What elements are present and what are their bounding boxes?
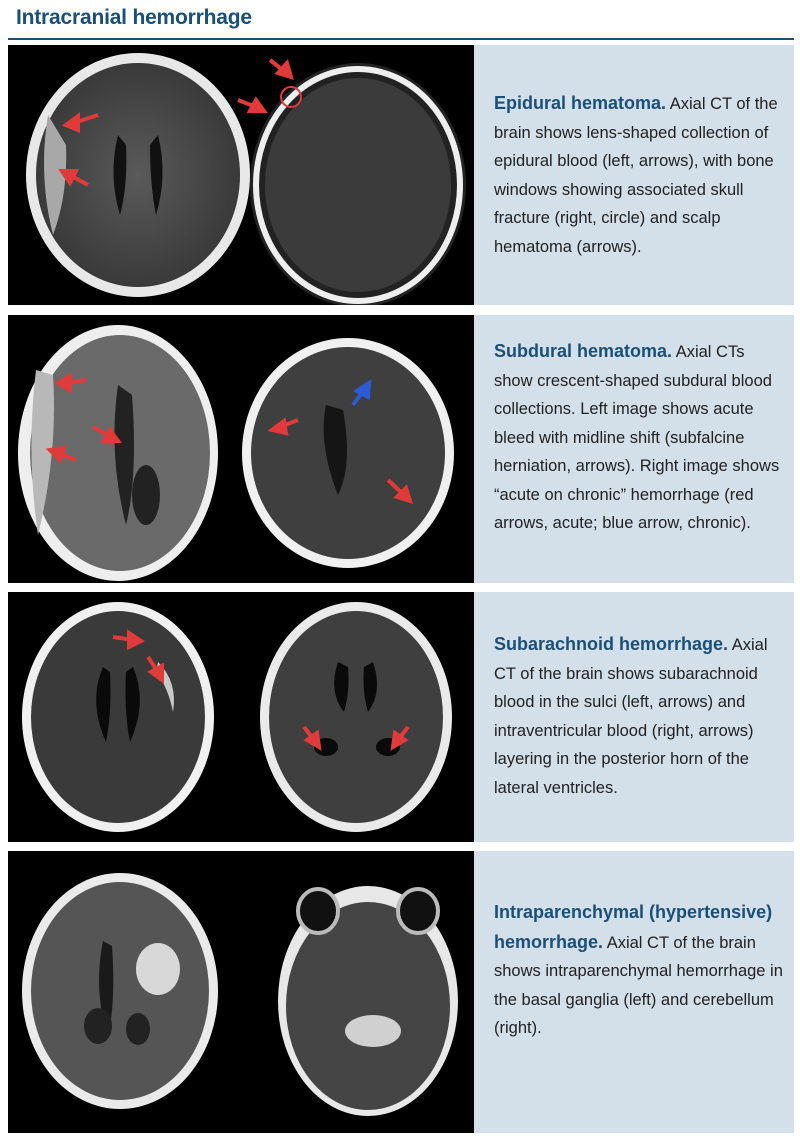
caption-text: Axial CT of the brain shows lens-shaped … — [494, 95, 778, 256]
ct-scan-graphic — [8, 45, 474, 305]
ct-scan-graphic — [8, 851, 474, 1133]
caption-heading: Subdural hematoma. — [494, 341, 673, 361]
panel-subarachnoid: Subarachnoid hemorrhage. Axial CT of the… — [8, 592, 794, 842]
caption-text: Axial CT of the brain shows subarachnoid… — [494, 636, 768, 797]
panel-epidural: Epidural hematoma. Axial CT of the brain… — [8, 45, 794, 305]
panel-intraparenchymal: Intraparenchymal (hypertensive) hemorrha… — [8, 851, 794, 1133]
ct-scan-graphic — [8, 315, 474, 583]
panel-subdural: Subdural hematoma. Axial CTs show cresce… — [8, 315, 794, 583]
caption-text: Axial CT of the brain shows intraparench… — [494, 933, 783, 1038]
ct-image-subdural — [8, 315, 474, 583]
page-title: Intracranial hemorrhage — [16, 6, 252, 29]
caption-heading: Subarachnoid hemorrhage. — [494, 634, 729, 654]
caption-heading: Epidural hematoma. — [494, 93, 667, 113]
ct-scan-graphic — [8, 592, 474, 842]
caption-heading: Intraparenchymal (hypertensive) hemorrha… — [494, 902, 773, 952]
caption-epidural: Epidural hematoma. Axial CT of the brain… — [494, 89, 784, 261]
caption-subdural: Subdural hematoma. Axial CTs show cresce… — [494, 337, 784, 538]
caption-intraparenchymal: Intraparenchymal (hypertensive) hemorrha… — [494, 898, 784, 1043]
caption-text: Axial CTs show crescent-shaped subdural … — [494, 343, 780, 532]
caption-subarachnoid: Subarachnoid hemorrhage. Axial CT of the… — [494, 630, 784, 802]
ct-image-intraparenchymal — [8, 851, 474, 1133]
ct-image-epidural — [8, 45, 474, 305]
ct-image-subarachnoid — [8, 592, 474, 842]
title-rule — [8, 38, 794, 40]
